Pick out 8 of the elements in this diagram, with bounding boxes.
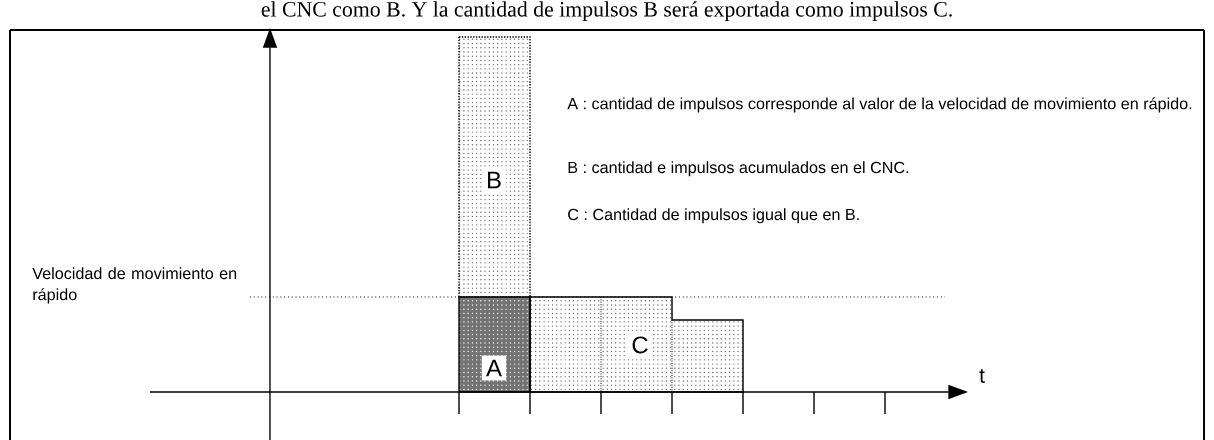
tall-bar: B <box>458 36 531 298</box>
legend-text: C : Cantidad de impulsos igual que en B. <box>568 208 859 224</box>
axis-label: t <box>979 369 985 383</box>
level-label: Velocidad de movimiento en rápido <box>32 267 237 304</box>
pulse-area: C <box>529 296 744 393</box>
pulse-bar: A <box>458 296 531 393</box>
legend-text: A : cantidad de impulsos corresponde al valor de la velocidad de movimiento en rápido. <box>567 97 1192 113</box>
legend-text: B : cantidad e impulsos acumulados en el CNC. <box>568 161 909 177</box>
